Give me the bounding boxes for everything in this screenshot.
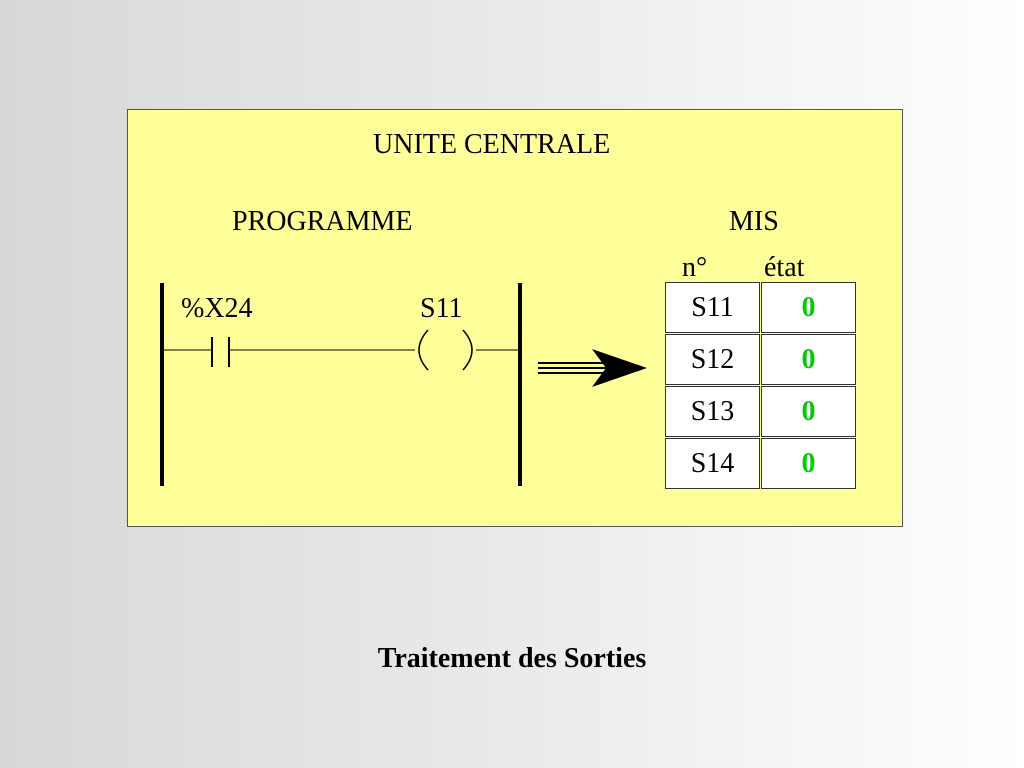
program-label: PROGRAMME bbox=[232, 206, 413, 237]
contact-label: %X24 bbox=[181, 293, 253, 324]
mis-output-id-cell: S12 bbox=[665, 334, 760, 385]
mis-output-id-cell: S14 bbox=[665, 438, 760, 489]
state-column-header: état bbox=[764, 252, 805, 283]
coil-label: S11 bbox=[420, 293, 463, 324]
mis-output-id-cell: S13 bbox=[665, 386, 760, 437]
slide-caption: Traitement des Sorties bbox=[377, 643, 647, 674]
mis-label: MIS bbox=[729, 206, 779, 237]
number-column-header: n° bbox=[682, 252, 708, 283]
mis-output-state-cell: 0 bbox=[761, 282, 856, 333]
mis-output-state-cell: 0 bbox=[761, 334, 856, 385]
coil-left-arc bbox=[418, 329, 429, 371]
transfer-arrow-icon bbox=[538, 349, 647, 387]
central-unit-title: UNITE CENTRALE bbox=[373, 129, 611, 160]
coil-right-arc bbox=[462, 329, 473, 371]
mis-output-id-cell: S11 bbox=[665, 282, 760, 333]
mis-output-state-cell: 0 bbox=[761, 386, 856, 437]
mis-output-state-cell: 0 bbox=[761, 438, 856, 489]
